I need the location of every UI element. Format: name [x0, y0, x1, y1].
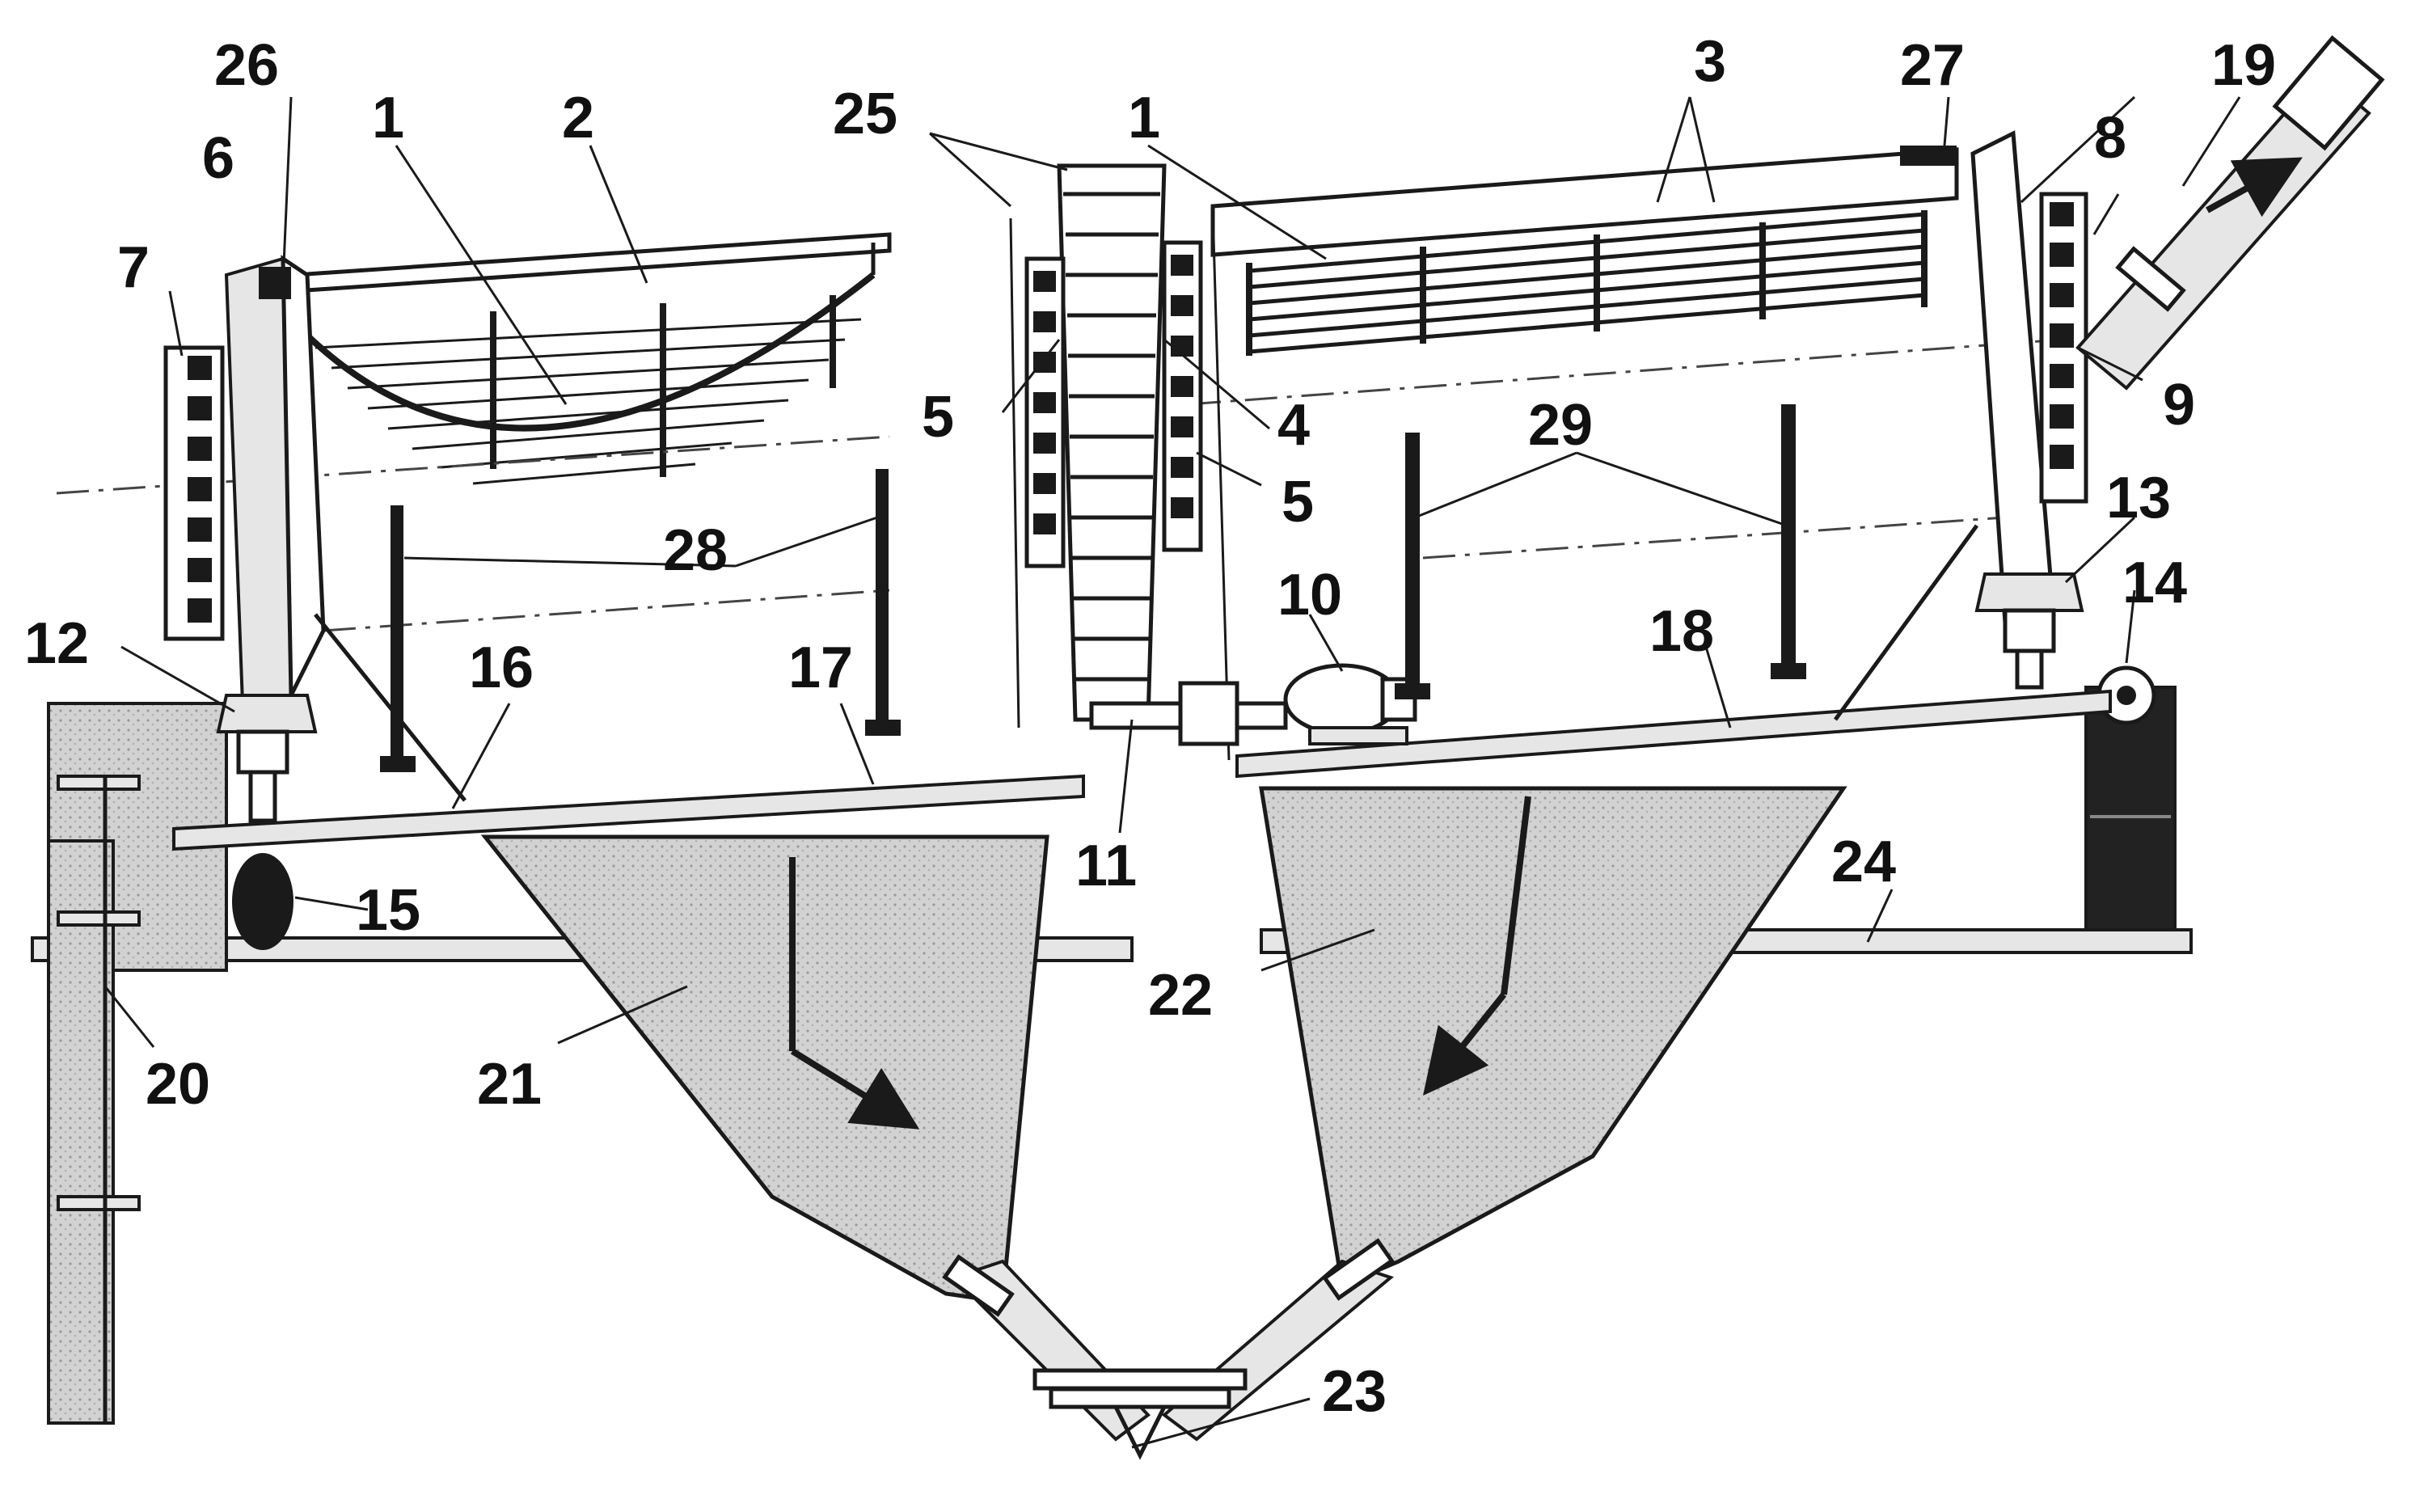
discharge-chute — [942, 1238, 1395, 1460]
label-2: 2 — [562, 86, 594, 150]
label-27: 27 — [1900, 33, 1965, 98]
label-5a: 5 — [922, 385, 954, 450]
label-11: 11 — [1075, 834, 1137, 898]
label-10: 10 — [1277, 563, 1342, 627]
label-28: 28 — [663, 518, 728, 583]
right-end-assembly — [1833, 130, 2088, 721]
label-13: 13 — [2106, 466, 2171, 530]
label-26: 26 — [214, 33, 279, 98]
left-end-assembly — [163, 255, 467, 950]
label-5b: 5 — [1282, 470, 1314, 534]
hopper-left — [480, 834, 1049, 1304]
label-29: 29 — [1528, 393, 1593, 458]
label-7: 7 — [117, 235, 150, 300]
feed-screw — [2075, 35, 2385, 391]
label-4: 4 — [1277, 393, 1310, 458]
label-21: 21 — [477, 1052, 542, 1117]
hopper-right — [1259, 786, 1847, 1289]
label-8: 8 — [2094, 106, 2126, 171]
label-16: 16 — [469, 636, 534, 700]
right-post — [2084, 665, 2177, 931]
label-9: 9 — [2163, 373, 2195, 437]
label-25: 25 — [833, 82, 897, 146]
leader-lines — [103, 95, 2241, 1449]
label-1a: 1 — [372, 86, 404, 150]
label-15: 15 — [356, 878, 420, 943]
label-6: 6 — [202, 126, 234, 191]
label-12: 12 — [24, 611, 89, 676]
right-drum — [1210, 146, 1959, 356]
label-1b: 1 — [1128, 86, 1160, 150]
label-20: 20 — [146, 1052, 210, 1117]
left-drum — [293, 232, 892, 485]
label-3: 3 — [1694, 29, 1726, 94]
label-19: 19 — [2211, 33, 2276, 98]
label-22: 22 — [1148, 963, 1213, 1028]
adjust-screws — [380, 404, 1806, 772]
label-23: 23 — [1322, 1359, 1387, 1424]
label-14: 14 — [2122, 551, 2187, 615]
label-24: 24 — [1831, 830, 1896, 894]
inclined-frame-left — [172, 774, 1085, 851]
drive-motor — [1089, 663, 1417, 746]
central-elevator — [1009, 163, 1231, 761]
label-18: 18 — [1649, 599, 1714, 664]
part-labels: 1 2 1 3 25 27 19 8 26 6 7 9 13 14 5 4 5 … — [24, 29, 2276, 1424]
label-17: 17 — [788, 636, 853, 700]
inclined-frame-right — [1235, 689, 2112, 779]
